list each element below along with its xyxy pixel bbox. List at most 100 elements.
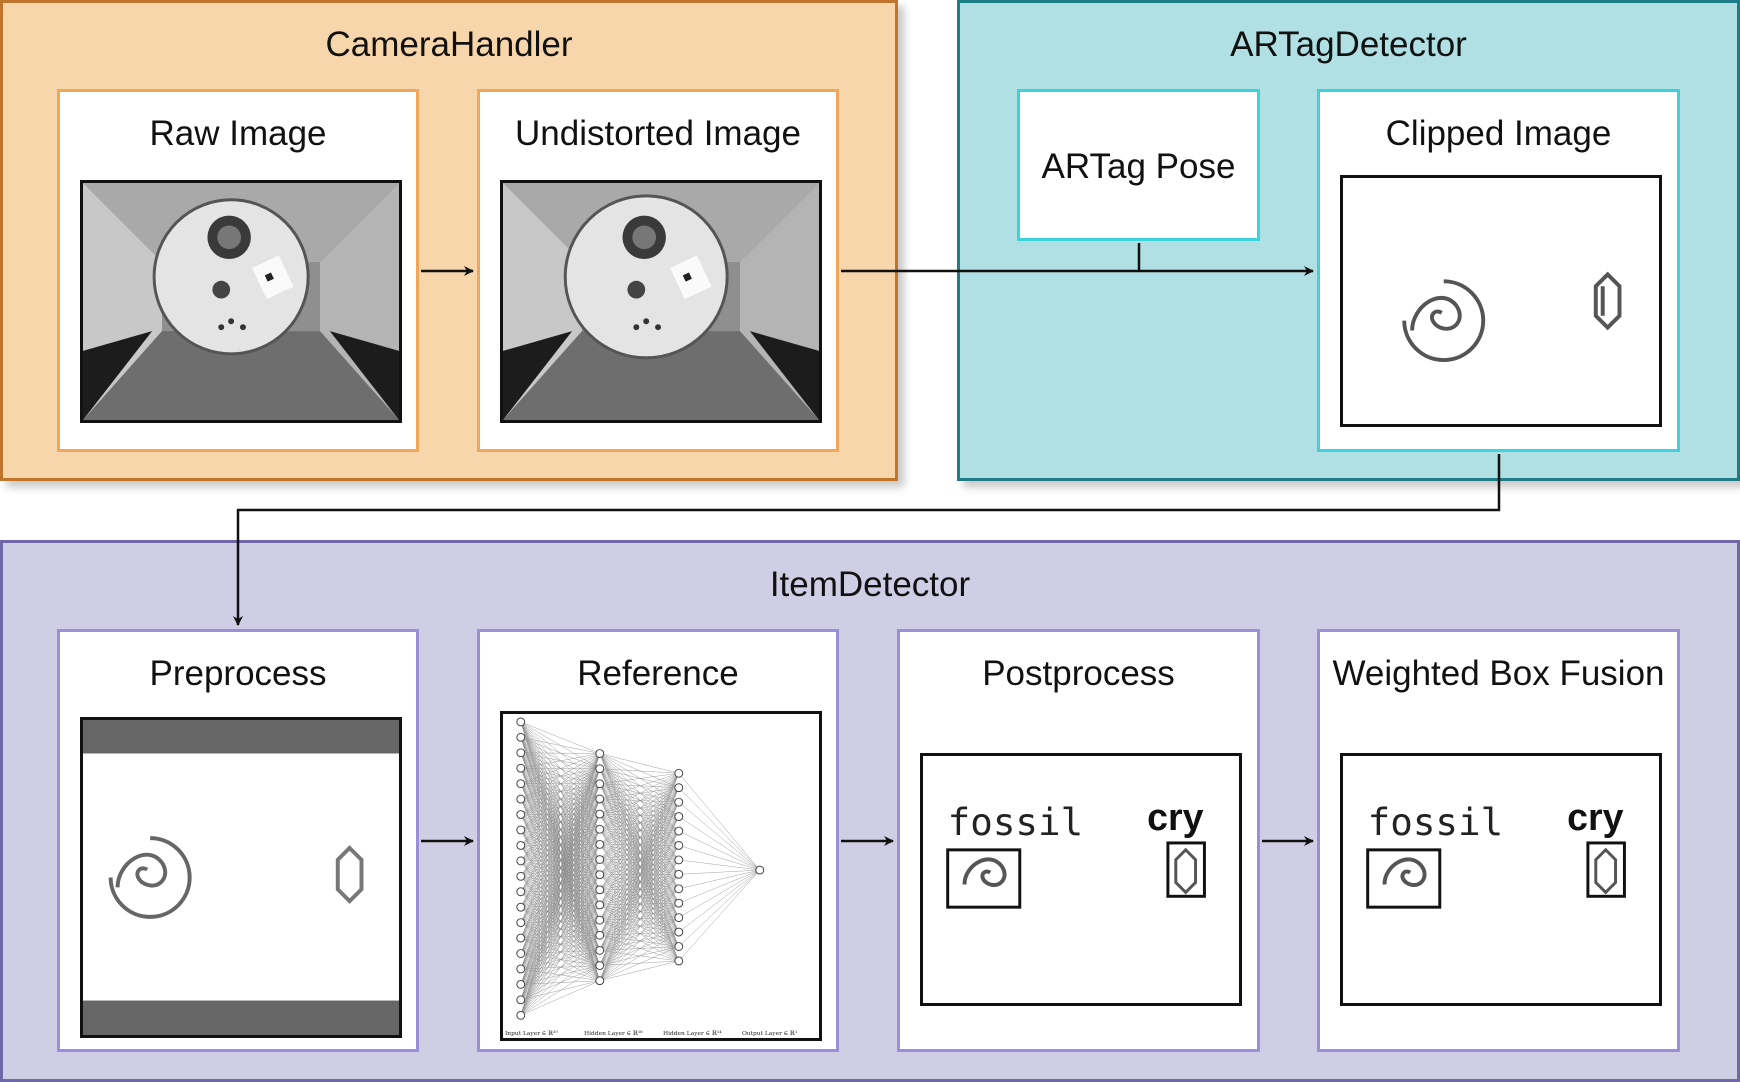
- wbf-title: Weighted Box Fusion: [1332, 654, 1665, 693]
- nn-caption-output: Output Layer ∈ ℝ¹: [742, 1030, 797, 1037]
- preprocess-card[interactable]: Preprocess: [57, 629, 419, 1052]
- nn-edge: [599, 802, 679, 981]
- nn-edge: [599, 813, 679, 875]
- nn-edge: [599, 768, 679, 803]
- nn-node: [595, 749, 605, 758]
- nn-edge: [520, 753, 600, 800]
- nn-edge: [599, 813, 679, 889]
- nn-edge: [520, 753, 600, 877]
- undistorted-camera-image: [500, 180, 822, 423]
- nn-edge: [599, 874, 679, 904]
- nn-node: [595, 855, 605, 864]
- nn-edge: [520, 753, 600, 769]
- nn-caption-input: Input Layer ∈ ℝ²⁰: [505, 1030, 558, 1037]
- nn-edge: [599, 874, 679, 947]
- nn-node: [516, 732, 526, 742]
- nn-node: [674, 869, 684, 879]
- nn-edge: [599, 768, 679, 832]
- nn-edge: [599, 798, 679, 875]
- nn-edge: [599, 773, 679, 845]
- nn-edge: [599, 874, 679, 891]
- nn-edge: [599, 845, 679, 860]
- nn-edge: [599, 903, 679, 921]
- nn-edge: [599, 874, 679, 981]
- raw-image-title: Raw Image: [149, 114, 327, 153]
- artag-pose-card[interactable]: ARTag Pose: [1017, 89, 1260, 241]
- nn-edge: [599, 903, 679, 906]
- crystal-bounding-box: [1166, 841, 1206, 898]
- fossil-label: fossil: [1368, 800, 1503, 844]
- nn-node: [516, 979, 526, 989]
- nn-edge: [520, 752, 600, 754]
- nn-edge: [599, 773, 679, 800]
- nn-edge: [599, 829, 679, 832]
- nn-edge: [599, 829, 679, 889]
- clipped-image-card[interactable]: Clipped Image: [1317, 89, 1680, 452]
- fossil-label: fossil: [948, 800, 1083, 844]
- nn-edge: [599, 888, 679, 981]
- nn-node: [516, 840, 526, 850]
- nn-edge: [599, 813, 679, 918]
- undistorted-image-card[interactable]: Undistorted Image: [477, 89, 839, 452]
- nn-edge: [599, 859, 679, 981]
- nn-node: [595, 976, 605, 986]
- nn-edge: [678, 830, 760, 871]
- nn-edge: [599, 845, 679, 906]
- nn-edge: [599, 946, 679, 981]
- neural-network-image: Input Layer ∈ ℝ²⁰ Hidden Layer ∈ ℝ¹⁶ Hid…: [500, 711, 822, 1041]
- nn-edge: [599, 859, 679, 921]
- nn-edge: [520, 798, 600, 1016]
- nn-edge: [599, 950, 679, 962]
- nn-edge: [599, 768, 679, 875]
- nn-edge: [599, 783, 679, 875]
- nn-edge: [520, 753, 600, 831]
- wbf-card[interactable]: Weighted Box Fusion fossil cry: [1317, 629, 1680, 1052]
- nn-edge: [678, 869, 760, 933]
- nn-edge: [520, 829, 600, 1016]
- nn-edge: [599, 773, 679, 890]
- reference-card[interactable]: Reference Input Layer ∈ ℝ²⁰ Hidden Layer…: [477, 629, 839, 1052]
- nn-edge: [599, 919, 679, 962]
- nn-edge: [520, 753, 600, 1000]
- nn-caption-hidden-2: Hidden Layer ∈ ℝ¹⁴: [663, 1030, 722, 1037]
- nn-edge: [599, 859, 679, 962]
- nn-edge: [599, 773, 679, 860]
- nn-node: [595, 885, 605, 895]
- nn-edge: [599, 801, 679, 815]
- nn-edge: [599, 816, 679, 875]
- nn-node: [595, 824, 605, 834]
- postprocess-card[interactable]: Postprocess fossil cry: [897, 629, 1260, 1052]
- nn-edge: [599, 753, 679, 846]
- nn-edge: [599, 801, 679, 830]
- nn-edge: [599, 787, 679, 860]
- preprocessed-image: [80, 717, 402, 1038]
- raw-image-card[interactable]: Raw Image: [57, 89, 419, 452]
- fossil-shell-icon: [962, 857, 1007, 887]
- nn-edge: [599, 829, 679, 962]
- nn-edge: [599, 903, 679, 981]
- nn-edge: [599, 859, 679, 947]
- nn-edge: [599, 845, 679, 921]
- nn-edge: [599, 845, 679, 981]
- nn-node: [595, 945, 605, 955]
- nn-edge: [599, 874, 679, 933]
- nn-edge: [599, 773, 679, 906]
- nn-edge: [678, 845, 760, 871]
- crystal-label: cry: [1567, 796, 1623, 838]
- nn-edge: [599, 768, 679, 774]
- nn-node: [516, 1010, 526, 1020]
- nn-edge: [599, 798, 679, 846]
- nn-node: [516, 964, 526, 974]
- nn-node: [595, 764, 605, 774]
- nn-edge: [599, 753, 679, 875]
- nn-edge: [599, 801, 679, 860]
- nn-edge: [599, 768, 679, 817]
- nn-edge: [599, 888, 679, 936]
- nn-edge: [520, 753, 600, 861]
- nn-edge: [599, 919, 679, 947]
- nn-edge: [599, 859, 679, 889]
- nn-node: [516, 779, 526, 789]
- nn-node: [516, 949, 526, 958]
- nn-edge: [520, 980, 600, 1016]
